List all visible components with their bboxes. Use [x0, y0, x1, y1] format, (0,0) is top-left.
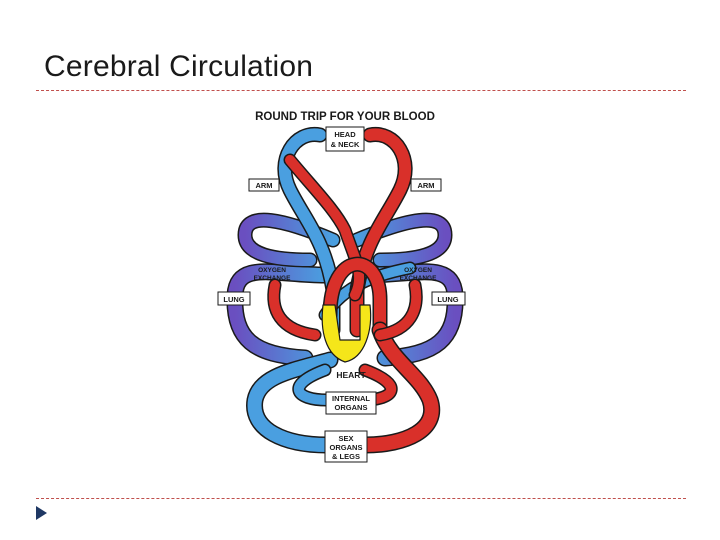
diagram-title: ROUND TRIP FOR YOUR BLOOD: [255, 111, 435, 123]
head-neck-label-line2: & NECK: [331, 140, 360, 149]
internal-organs-label-line1: INTERNAL: [332, 394, 370, 403]
lung-left-label-box: [217, 291, 251, 306]
slide-title: Cerebral Circulation: [44, 50, 314, 83]
heart-shape: [321, 304, 372, 363]
lung-right-label-box: [431, 291, 466, 306]
arm-right-label: ARM: [417, 181, 434, 190]
sex-organs-legs-label-line2: ORGANS: [330, 443, 363, 452]
sex-organs-legs-label-line3: & LEGS: [332, 452, 360, 461]
circulation-diagram: ROUND TRIP FOR YOUR BLOOD: [215, 100, 475, 470]
title-divider: [36, 90, 686, 91]
deoxygenated-vessels: [226, 127, 464, 454]
arm-right-label-box: [410, 178, 442, 192]
next-slide-arrow-icon[interactable]: [36, 506, 47, 520]
oxygen-exchange-right-line1: OXYGEN: [404, 267, 432, 274]
oxygen-exchange-left-line2: EXCHANGE: [254, 275, 292, 282]
lung-left-label: LUNG: [223, 295, 244, 304]
sex-organs-legs-label-box: [324, 430, 368, 463]
oxygen-exchange-right-line2: EXCHANGE: [400, 275, 438, 282]
internal-organs-label-box: [325, 391, 377, 415]
head-neck-label-line1: HEAD: [334, 130, 356, 139]
lung-right-label: LUNG: [437, 295, 458, 304]
oxygen-exchange-left-line1: OXYGEN: [258, 267, 286, 274]
heart-label: HEART: [336, 370, 366, 380]
oxygenated-vessels: [267, 127, 441, 454]
arm-left-label: ARM: [255, 181, 272, 190]
footer-divider: [36, 498, 686, 499]
circulation-diagram-svg: ROUND TRIP FOR YOUR BLOOD: [217, 111, 466, 463]
head-neck-label-box: [325, 126, 365, 152]
sex-organs-legs-label-line1: SEX: [338, 434, 353, 443]
internal-organs-label-line2: ORGANS: [335, 403, 368, 412]
arm-left-label-box: [248, 178, 280, 192]
